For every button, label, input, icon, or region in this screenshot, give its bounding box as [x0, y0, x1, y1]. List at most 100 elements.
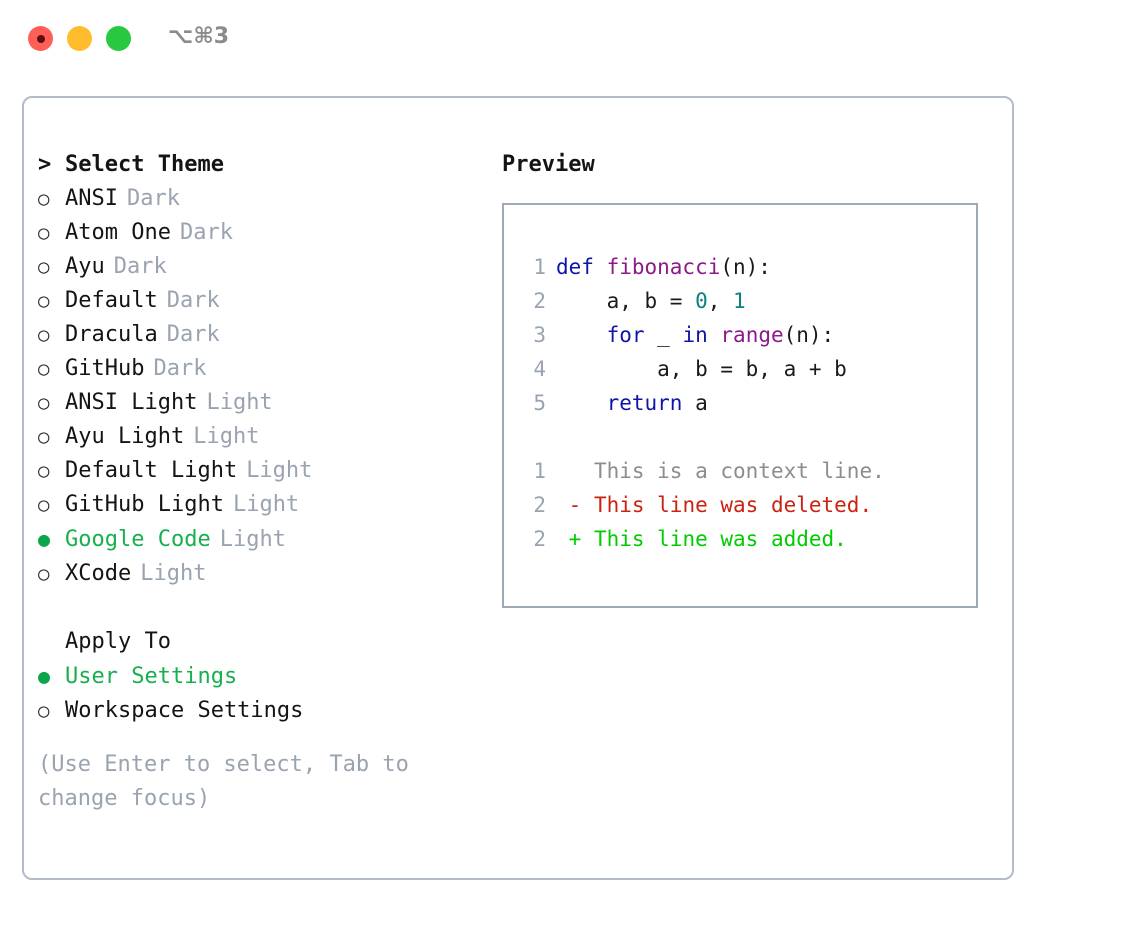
theme-option-kind: Dark — [166, 322, 220, 347]
radio-unselected-icon: ○ — [38, 460, 50, 482]
radio-unselected-icon: ○ — [38, 188, 50, 210]
apply-to-heading-label: Apply To — [65, 629, 171, 654]
radio-unselected-icon: ○ — [38, 256, 50, 278]
theme-option-name: GitHub — [65, 356, 145, 381]
code-token — [556, 323, 607, 347]
radio-unselected-icon: ○ — [38, 392, 50, 414]
code-diff-separator — [518, 420, 885, 454]
theme-option-default[interactable]: ○ Default Dark — [38, 284, 488, 318]
close-button[interactable] — [28, 26, 53, 51]
theme-option-ayu-light[interactable]: ○ Ayu Light Light — [38, 420, 488, 454]
code-token: 1 — [733, 289, 746, 313]
code-token: a, b = b, a + b — [556, 357, 847, 381]
diff-line: 2 + This line was added. — [518, 522, 885, 556]
theme-option-name: Atom One — [65, 220, 171, 245]
diff-line: 2 - This line was deleted. — [518, 488, 885, 522]
theme-option-name: ANSI Light — [65, 390, 198, 415]
code-token: (n): — [783, 323, 835, 347]
diff-line-number: 2 — [533, 493, 546, 517]
apply-to-option-name: Workspace Settings — [65, 698, 304, 723]
diff-text: This line was added. — [581, 527, 847, 551]
caret-icon: > — [38, 152, 52, 177]
diff-marker: - — [556, 493, 582, 517]
radio-selected-icon: ● — [38, 664, 51, 688]
diff-line: 1 This is a context line. — [518, 454, 885, 488]
preview-title: Preview — [502, 152, 595, 177]
code-line: 2 a, b = 0, 1 — [518, 284, 885, 318]
code-token: in — [682, 323, 708, 347]
window-controls — [28, 26, 131, 51]
radio-unselected-icon: ○ — [38, 426, 50, 448]
theme-option-name: ANSI — [65, 186, 118, 211]
diff-text: This line was deleted. — [581, 493, 873, 517]
theme-option-kind: Dark — [126, 186, 180, 211]
code-line-number: 3 — [533, 323, 546, 347]
minimize-button[interactable] — [67, 26, 92, 51]
theme-option-kind: Light — [246, 458, 313, 483]
code-line: 4 a, b = b, a + b — [518, 352, 885, 386]
apply-to-option-workspace-settings[interactable]: ○ Workspace Settings — [38, 694, 488, 728]
theme-option-ansi-light[interactable]: ○ ANSI Light Light — [38, 386, 488, 420]
theme-option-name: Default Light — [65, 458, 238, 483]
code-token: def — [556, 255, 607, 279]
code-token: , — [707, 289, 734, 313]
code-token — [556, 391, 607, 415]
code-token: 0 — [695, 289, 708, 313]
apply-to-heading: Apply To — [38, 625, 488, 659]
radio-selected-icon: ● — [38, 527, 51, 551]
code-line: 5 return a — [518, 386, 885, 420]
code-token — [708, 323, 721, 347]
code-line-number: 4 — [533, 357, 546, 381]
radio-unselected-icon: ○ — [38, 290, 50, 312]
radio-unselected-icon: ○ — [38, 324, 50, 346]
title-bar: ⌥⌘3 — [0, 0, 1140, 78]
theme-option-kind: Dark — [179, 220, 233, 245]
apply-to-option-user-settings[interactable]: ● User Settings — [38, 659, 488, 694]
theme-option-name: Default — [65, 288, 158, 313]
theme-option-xcode[interactable]: ○ XCode Light — [38, 557, 488, 591]
keyboard-hint: (Use Enter to select, Tab to change focu… — [38, 752, 409, 811]
theme-option-default-light[interactable]: ○ Default Light Light — [38, 454, 488, 488]
theme-option-name: Ayu Light — [65, 424, 185, 449]
code-line-number: 2 — [533, 289, 546, 313]
diff-text: This is a context line. — [581, 459, 885, 483]
code-token: fibonacci — [606, 255, 721, 279]
radio-unselected-icon: ○ — [38, 700, 50, 722]
theme-option-kind: Dark — [166, 288, 220, 313]
theme-option-name: Ayu — [65, 254, 105, 279]
code-line: 3 for _ in range(n): — [518, 318, 885, 352]
select-theme-heading-label: Select Theme — [65, 152, 224, 177]
apply-to-option-name: User Settings — [65, 664, 238, 689]
theme-option-name: XCode — [65, 561, 132, 586]
code-token: a — [682, 391, 708, 415]
code-token: return — [606, 391, 683, 415]
theme-option-kind: Light — [193, 424, 260, 449]
select-theme-heading: > Select Theme — [38, 148, 488, 182]
window-title-shortcut: ⌥⌘3 — [168, 24, 230, 49]
code-line-number: 5 — [533, 391, 546, 415]
radio-unselected-icon: ○ — [38, 563, 50, 585]
code-token: for — [606, 323, 645, 347]
list-spacer — [38, 591, 488, 625]
theme-option-ansi[interactable]: ○ ANSI Dark — [38, 182, 488, 216]
maximize-button[interactable] — [106, 26, 131, 51]
theme-option-kind: Light — [232, 492, 300, 517]
theme-option-kind: Light — [206, 390, 273, 415]
radio-unselected-icon: ○ — [38, 494, 50, 516]
diff-line-number: 2 — [533, 527, 546, 551]
code-token: _ — [644, 323, 683, 347]
theme-option-kind: Light — [140, 561, 207, 586]
